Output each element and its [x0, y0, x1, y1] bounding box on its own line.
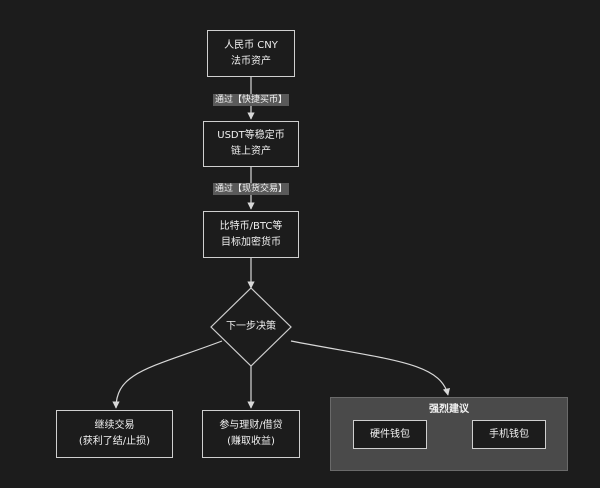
group-title: 强烈建议 — [429, 404, 469, 415]
node-earn[interactable]: 参与理财/借贷 (赚取收益) — [202, 410, 300, 458]
decision-label[interactable]: 下一步决策 — [226, 321, 276, 332]
node-usdt[interactable]: USDT等稳定币 链上资产 — [203, 121, 299, 167]
node-btc-line1: 比特币/BTC等 — [219, 220, 283, 232]
node-usdt-line2: 链上资产 — [231, 146, 271, 157]
node-usdt-line1: USDT等稳定币 — [217, 130, 285, 141]
node-trade-line2: (获利了结/止损) — [78, 436, 151, 447]
node-btc[interactable]: 比特币/BTC等 目标加密货币 — [203, 211, 299, 258]
node-trade-line1: 继续交易 — [94, 420, 135, 431]
edge-decision-group — [290, 340, 450, 396]
decision-diamond — [210, 287, 292, 367]
edge-label-spot: 通过【现货交易】 — [213, 183, 290, 195]
node-cny-line1: 人民币 CNY — [224, 39, 278, 51]
node-hardware-label: 硬件钱包 — [370, 428, 410, 440]
node-earn-line1: 参与理财/借贷 — [219, 420, 283, 431]
node-mobile-label: 手机钱包 — [489, 428, 529, 440]
node-trade[interactable]: 继续交易 (获利了结/止损) — [56, 410, 173, 458]
edge-label-quick-buy: 通过【快捷买币】 — [213, 94, 290, 106]
node-hardware-wallet[interactable]: 硬件钱包 — [353, 420, 427, 449]
node-cny[interactable]: 人民币 CNY 法币资产 — [207, 30, 295, 77]
node-earn-line2: (赚取收益) — [227, 436, 275, 447]
node-cny-line2: 法币资产 — [231, 55, 271, 67]
edge-decision-trade — [112, 340, 223, 409]
node-btc-line2: 目标加密货币 — [221, 236, 281, 248]
node-mobile-wallet[interactable]: 手机钱包 — [472, 420, 546, 449]
